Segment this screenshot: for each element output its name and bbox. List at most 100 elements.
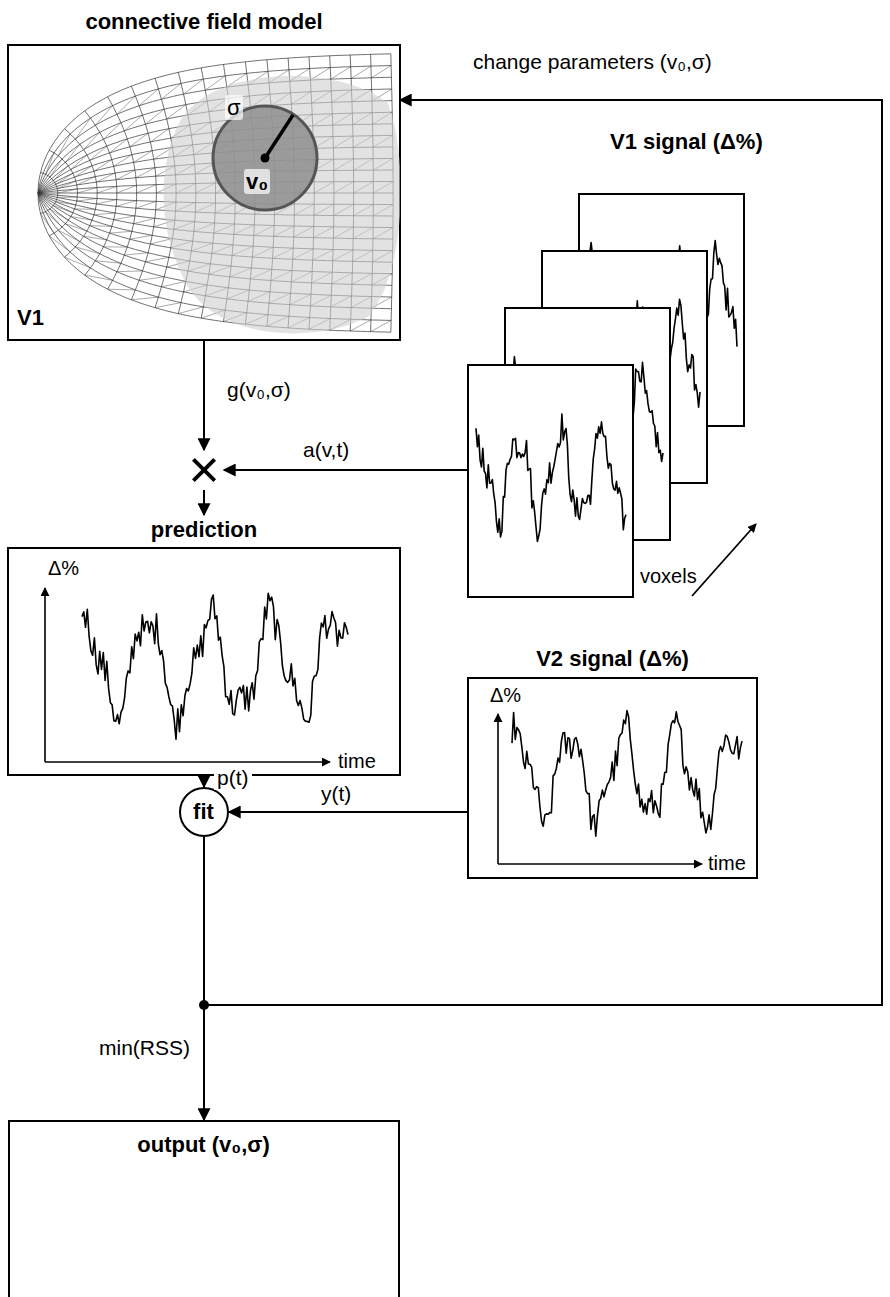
mesh-diagonal	[371, 320, 392, 331]
mesh-diagonal	[114, 155, 132, 167]
v2-frame	[468, 678, 757, 878]
mesh-diagonal	[116, 201, 136, 207]
mesh-diagonal	[117, 185, 136, 193]
connector-arrow	[224, 469, 468, 471]
mesh-diagonal	[136, 168, 155, 178]
mesh-diagonal	[146, 257, 169, 262]
mesh-diagonal	[95, 261, 121, 264]
mesh-diagonal	[49, 236, 70, 252]
field-region	[164, 76, 400, 333]
voxel-frame	[468, 365, 633, 597]
edge-label: a(v,t)	[300, 438, 352, 462]
fit-circle: fit	[179, 787, 229, 837]
mesh-diagonal	[124, 115, 142, 131]
mesh-diagonal	[85, 275, 113, 280]
mesh-diagonal	[161, 83, 181, 99]
mesh-diagonal	[104, 123, 121, 140]
eccentricity-line	[65, 129, 98, 257]
mesh-diagonal	[58, 230, 80, 241]
mesh-diagonal	[77, 177, 96, 185]
mesh-diagonal	[90, 225, 112, 227]
mesh-diagonal	[77, 199, 97, 202]
mesh-diagonal	[130, 133, 148, 147]
mesh-diagonal	[96, 173, 115, 182]
signal-stack: V1 signal (Δ%)voxels	[468, 125, 800, 600]
mesh-diagonal	[134, 218, 155, 223]
mesh-diagonal	[130, 235, 152, 239]
mesh-diagonal	[53, 206, 73, 213]
mesh-diagonal	[114, 216, 135, 220]
mesh-diagonal	[139, 89, 158, 106]
node-text: time	[338, 750, 376, 773]
mesh-diagonal	[65, 144, 79, 162]
mesh-diagonal	[50, 209, 68, 220]
center-label: v₀	[244, 169, 270, 194]
prediction-frame	[8, 548, 400, 775]
mesh-diagonal	[205, 76, 225, 90]
mesh-diagonal	[131, 297, 158, 300]
v1-map	[38, 54, 400, 334]
mesh-diagonal	[161, 281, 185, 286]
mesh-diagonal	[97, 186, 117, 193]
mesh-diagonal	[95, 106, 112, 126]
edge-label: change parameters (v₀,σ)	[470, 50, 715, 74]
mesh-diagonal	[57, 197, 77, 198]
eccentricity-line	[85, 111, 117, 275]
node-title: output (v₀,σ)	[137, 1132, 269, 1157]
edge-label: g(v₀,σ)	[224, 378, 294, 402]
mesh-diagonal	[184, 79, 204, 94]
mesh-diagonal	[139, 277, 164, 281]
node-text: voxels	[640, 565, 697, 588]
connector-arrow	[204, 100, 882, 1005]
mesh-diagonal	[351, 66, 371, 78]
mesh-diagonal	[75, 247, 99, 254]
mesh-diagonal	[146, 109, 165, 124]
mesh-diagonal	[84, 236, 107, 240]
mesh-diagonal	[104, 246, 128, 247]
node-title: ×	[188, 442, 220, 496]
mesh-diagonal	[155, 303, 181, 308]
bold-signal	[512, 711, 742, 837]
mesh-diagonal	[56, 173, 73, 184]
node-text: Δ%	[48, 557, 79, 580]
eccentricity-line	[108, 97, 137, 289]
mesh-diagonal	[84, 132, 100, 149]
voxel-stack	[468, 194, 744, 597]
mesh-diagonal	[65, 224, 87, 231]
plot-panel: predictionΔ%time	[8, 515, 400, 775]
x-axis	[498, 863, 702, 865]
mesh-diagonal	[65, 257, 91, 268]
sigma-radius	[265, 115, 293, 158]
mesh-diagonal	[137, 185, 157, 193]
edge-label: p(t)	[214, 766, 252, 790]
y-axis	[44, 588, 46, 762]
mesh-diagonal	[50, 159, 62, 177]
mesh-diagonal	[46, 153, 54, 175]
mesh-diagonal	[150, 129, 169, 142]
mesh-diagonal	[94, 213, 115, 215]
voxel-box	[468, 365, 633, 597]
mesh-diagonal	[53, 166, 68, 181]
mesh-diagonal	[90, 146, 107, 160]
center-dot	[261, 154, 270, 163]
mesh-diagonal	[117, 96, 135, 114]
mesh-diagonal	[110, 231, 132, 233]
mesh-diagonal	[134, 151, 153, 163]
x-axis	[45, 761, 330, 763]
mesh-diagonal	[75, 166, 93, 177]
bold-signal	[82, 593, 348, 739]
edge-label: y(t)	[318, 782, 354, 806]
node-text: time	[708, 852, 746, 875]
mesh-diagonal	[46, 212, 62, 227]
prediction-wave	[82, 593, 348, 739]
v2-wave	[512, 711, 742, 837]
mesh-diagonal	[150, 239, 172, 245]
mesh-diagonal	[58, 134, 70, 156]
mesh-diagonal	[94, 160, 112, 172]
mesh-diagonal	[110, 139, 128, 153]
mesh-diagonal	[178, 307, 203, 314]
node-title: fit	[193, 799, 214, 824]
node-title: connective field model	[85, 9, 322, 34]
eccentricity-line	[49, 150, 77, 236]
